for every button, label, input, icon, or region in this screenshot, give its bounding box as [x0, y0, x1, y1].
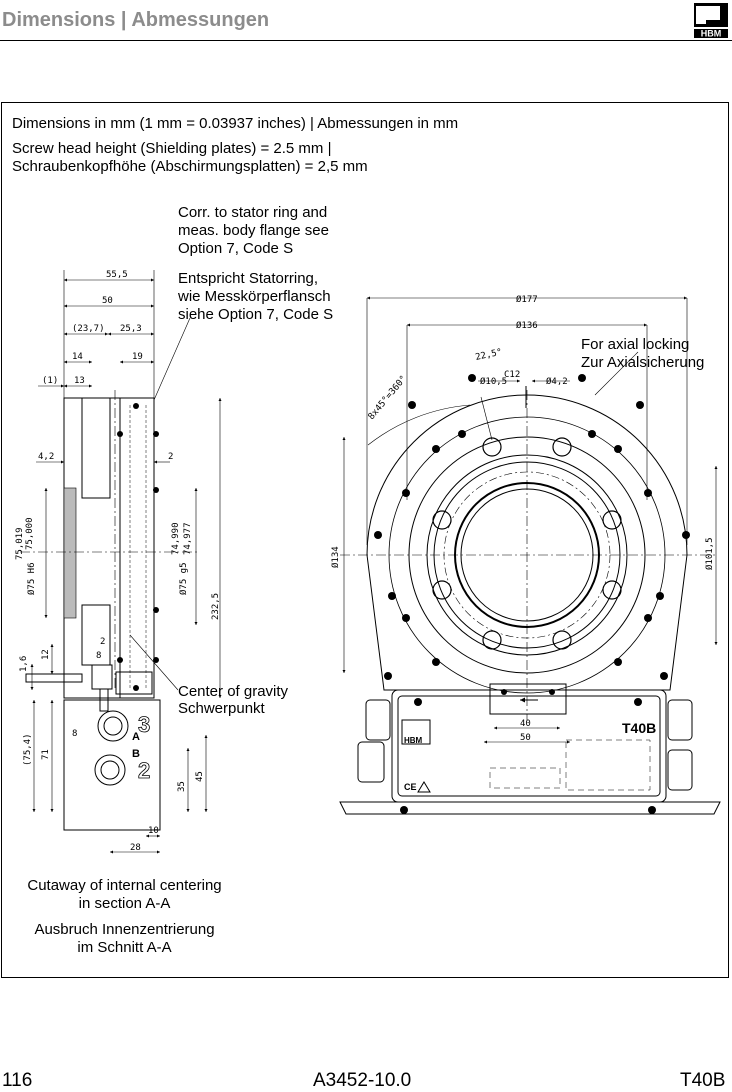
dim-75-h6-tol1: 75,019	[15, 527, 25, 560]
label-a: A	[132, 731, 140, 743]
dim-75-h6-tol2: 75,000	[25, 517, 35, 550]
technical-drawing: 55,5 50 (23,7) 25,3 14 19 (1) 13 4,2 2 2…	[15, 270, 721, 854]
dim-134: Ø134	[330, 546, 341, 568]
dim-10: 10	[148, 826, 159, 836]
dim-14: 14	[72, 352, 83, 362]
label-3: 3	[138, 712, 150, 737]
dim-23-7: (23,7)	[72, 324, 105, 334]
drawing-frame	[1, 102, 729, 978]
cutaway-de-line2: im Schnitt A-A	[77, 939, 172, 956]
entspricht-note-line3: siehe Option 7, Code S	[178, 306, 334, 323]
dim-50-front: 50	[520, 733, 531, 743]
footer-page-number: 116	[2, 1070, 33, 1091]
corr-note-line2: meas. body flange see	[178, 222, 329, 239]
dim-13: 13	[74, 376, 85, 386]
dim-50: 50	[102, 296, 113, 306]
dim-4-2: 4,2	[38, 452, 54, 462]
warning-icon	[417, 781, 431, 793]
center-of-gravity-en: Center of gravity	[178, 683, 289, 700]
header-rule	[0, 40, 732, 41]
dim-101-5: Ø101,5	[704, 537, 715, 570]
dim-28: 28	[130, 843, 141, 853]
corr-note-line3: Option 7, Code S	[178, 240, 294, 257]
entspricht-note-line2: wie Messkörperflansch	[178, 288, 331, 305]
dim-22-5: 22,5°	[475, 348, 504, 363]
label-2: 2	[138, 758, 150, 783]
dim-232-5: 232,5	[211, 593, 221, 620]
axial-locking-de: Zur Axialsicherung	[581, 354, 705, 371]
dim-75-4: (75,4)	[23, 733, 33, 766]
dim-75-h6: Ø75 H6	[26, 562, 37, 595]
dim-19: 19	[132, 352, 143, 362]
dim-75-g5-tol2: 74,977	[183, 522, 193, 555]
dim-75-g5-tol1: 74,990	[171, 522, 181, 555]
footer-doc-number: A3452-10.0	[313, 1070, 412, 1091]
side-view	[20, 390, 200, 831]
dim-55-5: 55,5	[106, 270, 128, 280]
corr-note-line1: Corr. to stator ring and	[178, 204, 328, 221]
label-b: B	[132, 748, 140, 760]
footer-product: T40B	[680, 1070, 726, 1091]
plate-hbm: HBM	[404, 736, 423, 745]
dim-12: 12	[41, 649, 51, 660]
dim-45: 45	[195, 771, 205, 782]
dim-2b: 2	[100, 637, 105, 647]
dim-75-g5: Ø75 g5	[178, 562, 189, 595]
dim-136: Ø136	[516, 320, 538, 331]
dim-35: 35	[177, 781, 187, 792]
front-view	[339, 386, 721, 815]
hbm-logo-icon: HBM	[694, 3, 728, 39]
dim-angle: 8x45°=360°	[367, 374, 409, 422]
cutaway-de-line1: Ausbruch Innenzentrierung	[34, 921, 215, 938]
logo-text: HBM	[701, 29, 722, 39]
cutaway-en-line2: in section A-A	[78, 895, 171, 912]
dim-1-6: 1,6	[19, 656, 29, 672]
cutaway-en-line1: Cutaway of internal centering	[27, 877, 222, 894]
dim-177: Ø177	[516, 294, 538, 305]
plate-ce: CE	[404, 782, 417, 792]
dim-1: (1)	[42, 376, 58, 386]
screw-note-line2: Schraubenkopfhöhe (Abschirmungsplatten) …	[12, 158, 368, 175]
dim-2: 2	[168, 452, 173, 462]
screw-note-line1: Screw head height (Shielding plates) = 2…	[12, 140, 332, 157]
dim-71: 71	[41, 749, 51, 760]
center-of-gravity-de: Schwerpunkt	[178, 700, 265, 717]
entspricht-note-line1: Entspricht Statorring,	[178, 270, 319, 287]
dim-8b: 8	[72, 729, 77, 739]
units-note: Dimensions in mm (1 mm = 0.03937 inches)…	[12, 115, 459, 132]
dim-25-3: 25,3	[120, 324, 142, 334]
dim-10-5: Ø10,5	[480, 376, 507, 387]
page-header-title: Dimensions | Abmessungen	[2, 9, 270, 31]
dim-4-2-front: Ø4,2	[546, 376, 568, 387]
axial-locking-en: For axial locking	[581, 336, 690, 353]
dim-8: 8	[96, 651, 101, 661]
dim-40: 40	[520, 719, 531, 729]
plate-t40b: T40B	[622, 720, 656, 736]
dim-c12: C12	[504, 370, 520, 380]
